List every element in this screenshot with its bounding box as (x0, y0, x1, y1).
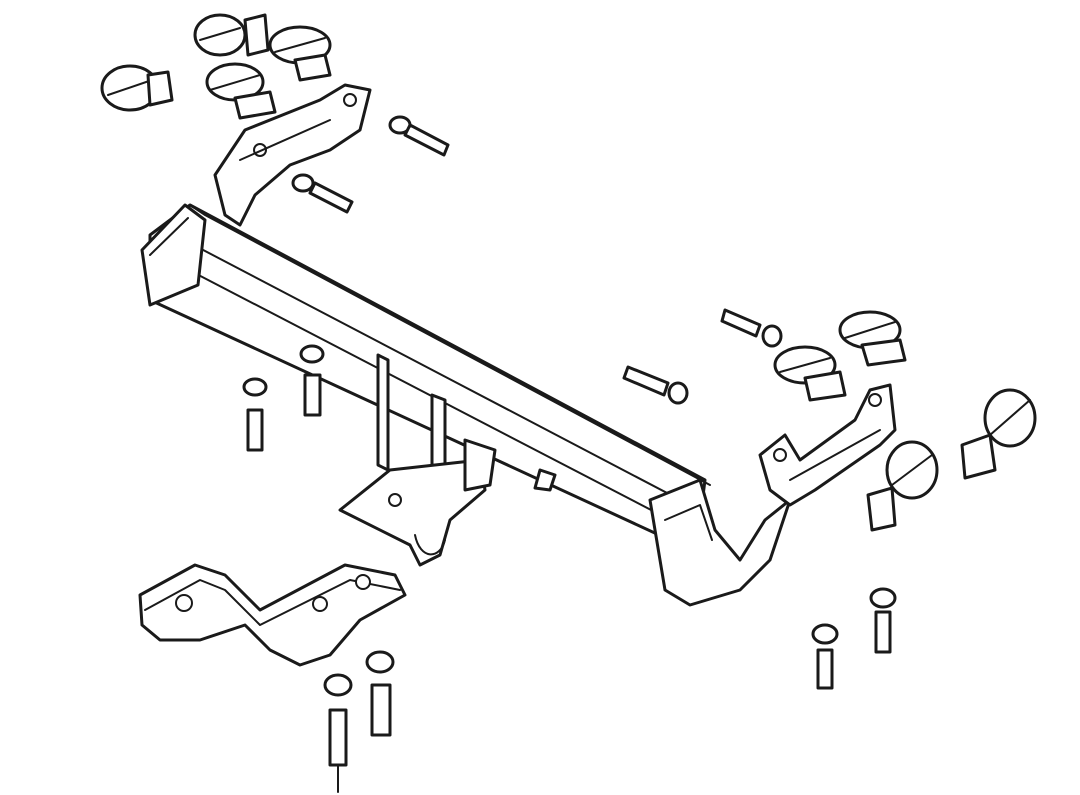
bolt-right-2 (622, 365, 689, 405)
clamp-plate-top-left-1 (193, 13, 270, 57)
hitch-mount-plate (338, 353, 557, 567)
bolt-upper-left-2 (291, 173, 354, 214)
bolt-vertical-left-1 (242, 377, 268, 452)
clamp-plate-right-4 (866, 440, 939, 532)
bolt-vertical-right-1 (811, 623, 839, 690)
left-end-cap (140, 203, 207, 307)
tow-ball-neck (138, 563, 407, 667)
tow-bar-cross-beam (148, 203, 711, 542)
bolt-tow-ball-1 (323, 673, 353, 793)
clamp-plate-right-2 (773, 345, 847, 402)
left-mounting-bracket (213, 83, 372, 227)
bolt-vertical-left-2 (299, 344, 325, 417)
clamp-plate-right-1 (838, 310, 907, 367)
right-end-bracket (648, 478, 792, 607)
right-mounting-bracket (758, 383, 897, 507)
bolt-vertical-right-2 (869, 587, 897, 654)
clamp-plate-top-left-3 (100, 64, 174, 112)
clamp-plate-right-3 (960, 388, 1037, 480)
clamp-plate-top-left-2 (268, 25, 332, 82)
clamp-plate-top-left-4 (205, 62, 277, 120)
bolt-tow-ball-2 (365, 650, 395, 737)
bolt-upper-left-1 (388, 115, 450, 157)
bolt-right-1 (720, 308, 783, 348)
